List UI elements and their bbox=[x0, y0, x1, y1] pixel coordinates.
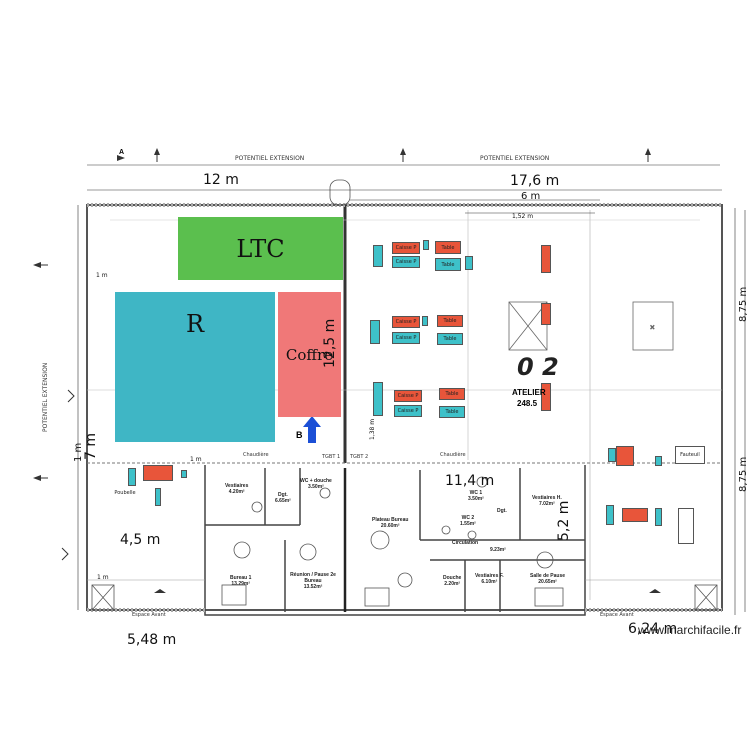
equip-left-3 bbox=[181, 470, 187, 478]
espace-avant-2: Espace Avant bbox=[600, 612, 634, 618]
potentiel-top-right: POTENTIEL EXTENSION bbox=[480, 155, 550, 162]
atelier-area: 248.5 bbox=[517, 399, 538, 408]
equip-side-1 bbox=[373, 245, 383, 267]
zone-r-label: R bbox=[185, 310, 205, 338]
equip-side-3 bbox=[465, 256, 473, 270]
equip-caisse-2: Caisse P bbox=[392, 256, 420, 268]
wall-hatching bbox=[87, 203, 722, 612]
svg-text:×: × bbox=[650, 323, 655, 332]
equip-left-2 bbox=[128, 468, 136, 486]
potentiel-top-left: POTENTIEL EXTENSION bbox=[235, 155, 305, 162]
equip-right-3 bbox=[606, 505, 614, 525]
dim-1-38m: 1,38 m bbox=[369, 418, 376, 440]
dim-8-75m-b: 8,75 m bbox=[738, 456, 749, 492]
equip-center-3 bbox=[541, 383, 551, 411]
tgbt-2: TGBT 2 bbox=[350, 454, 369, 460]
equip-table-4: Table bbox=[437, 333, 463, 345]
corner-boxes bbox=[91, 179, 718, 611]
skylights: × bbox=[508, 301, 674, 351]
dim-1m-small2: 1 m bbox=[97, 574, 109, 581]
dim-1m-small: 1 m bbox=[190, 456, 202, 463]
equip-right-table: Fauteuil bbox=[675, 446, 705, 464]
equip-side-5 bbox=[422, 316, 428, 326]
dim-12m: 12 m bbox=[203, 172, 239, 188]
equip-left-4 bbox=[155, 488, 161, 506]
room-circulation: Circulation bbox=[452, 540, 479, 546]
dim-5-48m: 5,48 m bbox=[127, 632, 177, 648]
equip-right-5 bbox=[608, 448, 616, 462]
equip-table-5: Table bbox=[439, 388, 465, 400]
equip-right-2 bbox=[622, 508, 648, 522]
office-block bbox=[204, 465, 586, 616]
room-vestiaires-h: Vestiaires H.7.02m² bbox=[532, 495, 562, 507]
dim-17-6m: 17,6 m bbox=[510, 173, 560, 189]
equip-caisse-1: Caisse P bbox=[392, 242, 420, 254]
chaudiere-1: Chaudière bbox=[243, 452, 269, 458]
dim-1m: 1 m bbox=[73, 442, 84, 462]
equip-side-2 bbox=[423, 240, 429, 250]
room-circulation-area: 9.23m² bbox=[490, 547, 506, 553]
furniture bbox=[221, 476, 564, 607]
espace-avant-1: Espace Avant bbox=[132, 612, 166, 618]
atelier-label: ATELIER bbox=[512, 388, 546, 397]
equip-center-1 bbox=[541, 245, 551, 273]
equip-caisse-6: Caisse P bbox=[394, 405, 422, 417]
dim-1-52m: 1,52 m bbox=[512, 213, 534, 220]
dim-12-5m: 12,5 m bbox=[322, 318, 338, 368]
tgbt-1: TGBT 1 bbox=[322, 454, 341, 460]
section-b-arrow bbox=[303, 416, 321, 443]
dim-1m-small3: 1 m bbox=[96, 272, 108, 279]
room-dgt-right: Dgt. bbox=[497, 508, 507, 514]
atelier-number: 0 2 bbox=[517, 353, 559, 381]
dim-6m: 6 m bbox=[521, 191, 541, 202]
dim-6-24m: 6,24 m bbox=[628, 621, 678, 637]
equip-table-2: Table bbox=[435, 258, 461, 271]
dim-11-4m: 11,4 m bbox=[445, 473, 495, 489]
watermark: www.marchifacile.fr bbox=[638, 623, 742, 637]
zone-ltc-label: LTC bbox=[236, 234, 285, 263]
dim-8-75m-a: 8,75 m bbox=[738, 286, 749, 322]
equip-caisse-3: Caisse P bbox=[392, 316, 420, 328]
equip-poubelle: Poubelle bbox=[110, 488, 140, 498]
dim-7m: 7 m bbox=[83, 433, 99, 460]
zone-r: R bbox=[115, 292, 275, 442]
dim-4-5m: 4,5 m bbox=[120, 532, 161, 548]
equip-table-3: Table bbox=[437, 315, 463, 327]
equip-caisse-4: Caisse P bbox=[392, 332, 420, 344]
equip-table-1: Table bbox=[435, 241, 461, 254]
equip-right-box bbox=[678, 508, 694, 544]
equip-side-6 bbox=[373, 382, 383, 416]
section-a-label: A bbox=[119, 149, 125, 156]
zone-coffre: Coffre bbox=[278, 292, 341, 417]
zone-ltc: LTC bbox=[178, 217, 343, 280]
equip-caisse-5: Caisse P bbox=[394, 390, 422, 402]
dim-5-2m: 5,2 m bbox=[556, 500, 572, 541]
equip-center-2 bbox=[541, 303, 551, 325]
chaudiere-2: Chaudière bbox=[440, 452, 466, 458]
equip-right-4 bbox=[655, 508, 662, 526]
potentiel-left: POTENTIEL EXTENSION bbox=[42, 362, 49, 432]
room-vestiaires-f: Vestiaires F.6.10m² bbox=[475, 573, 504, 585]
zone-coffre-label: Coffre bbox=[285, 345, 334, 364]
room-dgt-left: Dgt.6.65m² bbox=[275, 492, 291, 504]
extension-arrows bbox=[33, 148, 661, 593]
equip-table-6: Table bbox=[439, 406, 465, 418]
dimension-lines bbox=[77, 164, 746, 615]
section-b-label: B bbox=[296, 430, 303, 440]
equip-right-1 bbox=[616, 446, 634, 466]
equip-left-1 bbox=[143, 465, 173, 481]
equip-right-6 bbox=[655, 456, 662, 466]
equip-side-4 bbox=[370, 320, 380, 344]
